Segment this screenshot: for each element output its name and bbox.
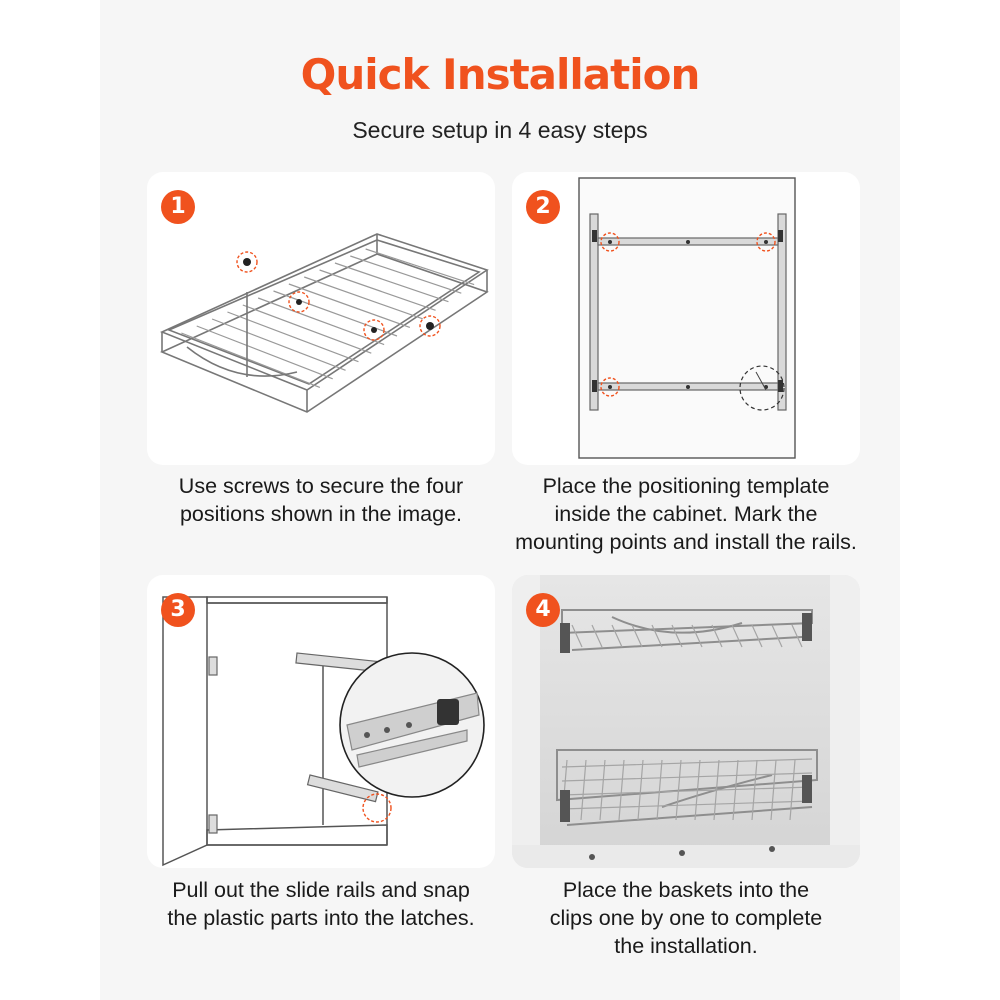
screw-marker (363, 319, 385, 341)
detail-circle (739, 365, 785, 411)
step-1-basket-illustration (159, 233, 489, 413)
mount-marker (756, 232, 776, 252)
step-1-caption: Use screws to secure the four positions … (140, 472, 502, 528)
mount-marker (600, 232, 620, 252)
step-1-badge: 1 (161, 190, 195, 224)
page-title: Quick Installation (300, 50, 701, 99)
mount-marker (600, 377, 620, 397)
caption-line: the plastic parts into the latches. (167, 906, 475, 930)
caption-line: Use screws to secure the four (178, 474, 464, 498)
step-3-badge: 3 (161, 593, 195, 627)
step-3-cabinet-illustration (162, 596, 485, 867)
screw-marker (236, 251, 258, 273)
caption-line: Place the positioning template (542, 474, 830, 498)
caption-line: Place the baskets into the (562, 878, 810, 902)
upper-basket-wires (571, 624, 803, 648)
step-4-installed-photo (512, 575, 860, 868)
step-2-card: 2 (512, 172, 860, 465)
step-2-caption: Place the positioning template inside th… (486, 472, 886, 556)
step-2-badge: 2 (526, 190, 560, 224)
step-4-badge: 4 (526, 593, 560, 627)
step-4-caption: Place the baskets into the clips one by … (505, 876, 867, 960)
latch-marker (362, 793, 392, 823)
step-4-card: 4 (512, 575, 860, 868)
caption-line: Pull out the slide rails and snap (172, 878, 470, 902)
page-subtitle: Secure setup in 4 easy steps (352, 117, 648, 143)
step-3-caption: Pull out the slide rails and snap the pl… (140, 876, 502, 932)
step-2-template-illustration (578, 177, 796, 459)
step-3-card: 3 (147, 575, 495, 868)
caption-line: positions shown in the image. (179, 502, 463, 526)
screw-marker (419, 315, 441, 337)
step-1-wire-slats (181, 248, 475, 388)
screw-marker (288, 291, 310, 313)
caption-line: the installation. (614, 934, 758, 958)
step-1-card: 1 (147, 172, 495, 465)
caption-line: mounting points and install the rails. (515, 530, 857, 554)
lower-basket-wires (561, 758, 813, 821)
caption-line: inside the cabinet. Mark the (554, 502, 818, 526)
caption-line: clips one by one to complete (549, 906, 823, 930)
